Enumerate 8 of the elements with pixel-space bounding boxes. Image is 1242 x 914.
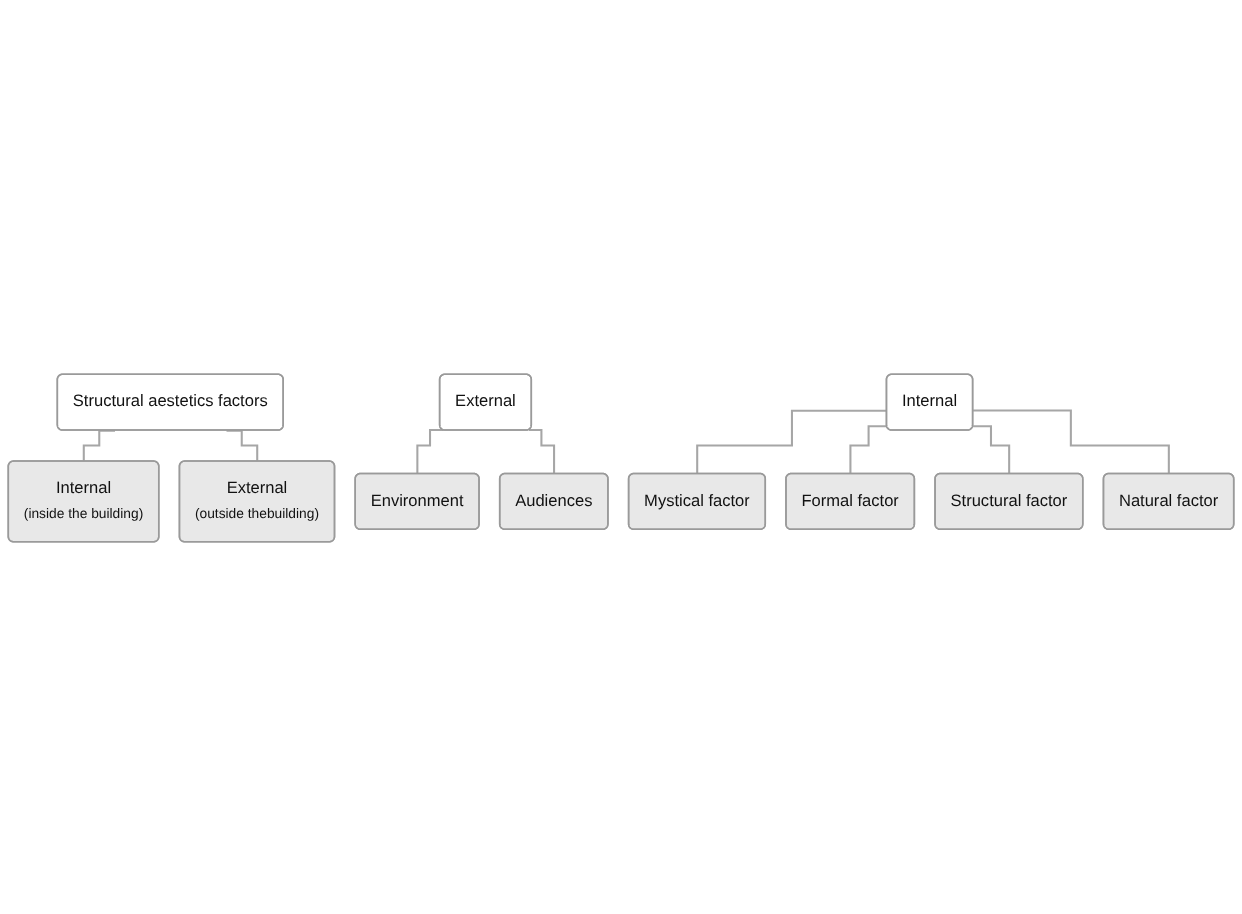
connector — [849, 424, 888, 475]
connector — [226, 428, 259, 462]
connector — [82, 428, 115, 462]
connector — [973, 408, 1171, 475]
connector — [696, 408, 887, 475]
connector — [973, 424, 1011, 475]
connector — [416, 428, 443, 475]
connector — [529, 428, 556, 475]
